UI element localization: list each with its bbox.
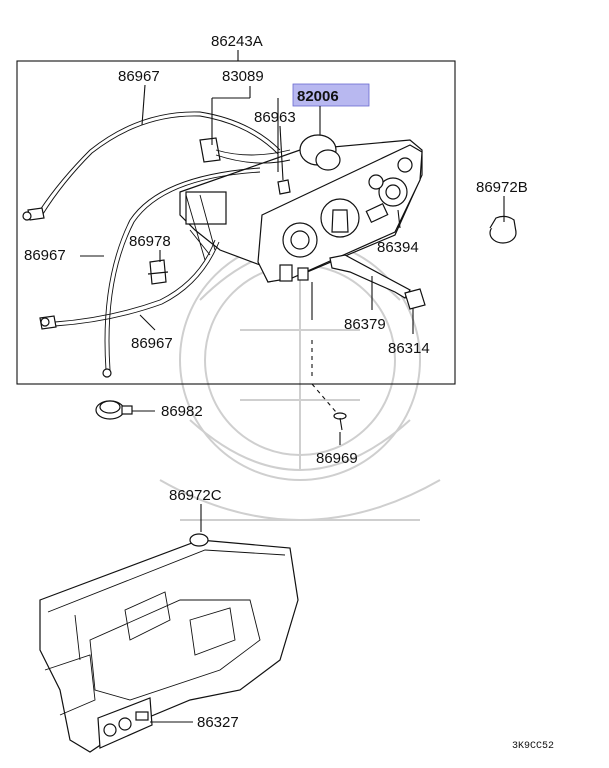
dashboard bbox=[39, 539, 299, 753]
knob-86972c bbox=[189, 533, 209, 547]
clamp-86982 bbox=[95, 400, 133, 420]
label-link: 86379 bbox=[344, 316, 386, 333]
screw-86969 bbox=[333, 412, 347, 431]
cable-bottom-line2 bbox=[54, 241, 220, 327]
cable-left-eyelet bbox=[102, 368, 112, 378]
label-connector: 83089 bbox=[222, 68, 264, 85]
panel-86327 bbox=[97, 697, 153, 749]
leader-cable-bottom bbox=[139, 314, 156, 331]
label-cable-top: 86967 bbox=[118, 68, 160, 85]
label-tab: 86314 bbox=[388, 340, 430, 357]
knob-86972b bbox=[489, 215, 517, 244]
label-clamp: 86982 bbox=[161, 403, 203, 420]
wire-clip bbox=[277, 179, 291, 195]
leader-86963 bbox=[279, 125, 284, 181]
leader-cable-top bbox=[141, 84, 146, 126]
label-panel: 86327 bbox=[197, 714, 239, 731]
highlight-box bbox=[292, 83, 370, 107]
cable-top-eyelet bbox=[22, 211, 32, 221]
label-wire-clip: 86963 bbox=[254, 109, 296, 126]
cable-bottom-eyelet bbox=[40, 317, 50, 327]
link-86379 bbox=[329, 254, 411, 299]
label-screw: 86969 bbox=[316, 450, 358, 467]
label-knob: 86394 bbox=[377, 239, 419, 256]
label-knob-b: 86972B bbox=[476, 179, 528, 196]
cable-top-line bbox=[39, 111, 281, 211]
cable-top-line2 bbox=[42, 115, 279, 215]
drawing-code: 3K9CC52 bbox=[512, 741, 554, 752]
cable-left-line2 bbox=[108, 171, 261, 371]
label-knob-c: 86972C bbox=[169, 487, 222, 504]
assembly-frame bbox=[16, 60, 456, 385]
screw-leader-dash2 bbox=[311, 383, 337, 413]
label-cable-left: 86967 bbox=[24, 247, 66, 264]
cable-bottom-line bbox=[54, 239, 216, 323]
cable-left-line bbox=[104, 167, 261, 371]
label-assembly: 86243A bbox=[211, 33, 263, 50]
connector-wires bbox=[215, 149, 291, 156]
label-clip: 86978 bbox=[129, 233, 171, 250]
clip-86978 bbox=[147, 259, 169, 285]
connector-83089 bbox=[199, 137, 221, 163]
label-cable-bottom: 86967 bbox=[131, 335, 173, 352]
label-highlighted-part: 82006 bbox=[297, 88, 339, 105]
leader-86394 bbox=[397, 209, 401, 229]
heater-control-assembly bbox=[179, 134, 423, 283]
connector-wires2 bbox=[215, 154, 291, 164]
watermark-emblem bbox=[159, 239, 441, 521]
tab-86314 bbox=[404, 288, 426, 310]
